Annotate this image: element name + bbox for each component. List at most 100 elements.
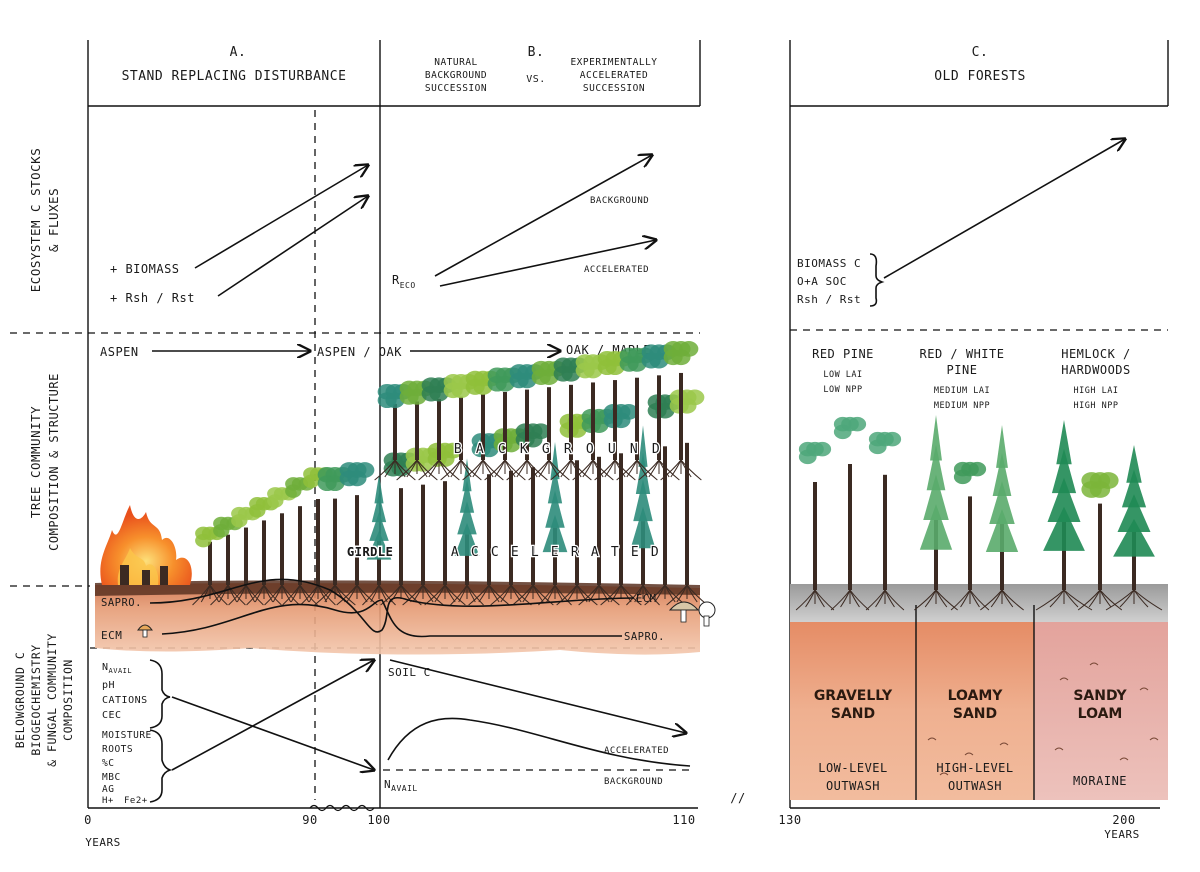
rsh-arrow [217, 196, 368, 297]
accelerated-letter: E [511, 545, 519, 560]
accelerated-letter: E [551, 545, 559, 560]
c-stocks-arrow [883, 139, 1125, 279]
background-letter: C [498, 442, 506, 457]
background-letter: D [652, 442, 660, 457]
c-brace [869, 253, 885, 307]
header-b-natural-2: BACKGROUND [425, 70, 487, 81]
tick-200: 200 [1112, 813, 1135, 827]
mbc-label: MBC [102, 772, 121, 783]
tick-90: 90 [302, 813, 317, 827]
accelerated-letter: T [611, 545, 619, 560]
tree-icon [865, 431, 905, 611]
girdle-label-bg: GIRDLE [347, 545, 393, 559]
accelerated-letter: C [471, 545, 479, 560]
stand-3-name-1: HEMLOCK / [1061, 347, 1131, 361]
conifer-icon [914, 415, 958, 611]
tree-icon [1077, 472, 1123, 611]
sapro-right-label: SAPRO. [624, 631, 665, 643]
tree-icon [336, 462, 378, 606]
forest-ab [192, 341, 708, 606]
below-background-label: BACKGROUND [604, 777, 663, 787]
biomass-arrow [194, 165, 368, 269]
rsh-label: + Rsh / Rst [110, 291, 195, 305]
mushroom-icon [137, 624, 153, 638]
header-a-letter: A. [230, 45, 247, 60]
h-label: H+ [102, 796, 114, 806]
soil-c-arrow [389, 659, 686, 733]
header-a: A. STAND REPLACING DISTURBANCE [122, 45, 346, 84]
fungi-curves: SAPRO. ECM ECM SAPRO. [101, 578, 716, 643]
background-letter: K [520, 442, 528, 457]
svg-text:ECOSYSTEM C STOCKS: ECOSYSTEM C STOCKS [28, 148, 43, 292]
background-letter: N [630, 442, 638, 457]
soil-1-texture-2: SAND [831, 706, 875, 722]
soil-2-texture-1: LOAMY [948, 688, 1004, 704]
row-label-stocks: ECOSYSTEM C STOCKS & FLUXES [28, 148, 61, 292]
accelerated-letter: L [531, 545, 539, 560]
moisture-label: MOISTURE [102, 730, 152, 741]
tick-0: 0 [84, 813, 92, 827]
succession-arrows: ASPEN ASPEN / OAK OAK / MAPLE [100, 343, 650, 359]
svg-text:COMPOSITION & STRUCTURE: COMPOSITION & STRUCTURE [47, 373, 61, 551]
header-c-letter: C. [972, 45, 989, 60]
brace-lower [149, 729, 173, 803]
background-letter: O [586, 442, 594, 457]
tree-icon [424, 442, 466, 606]
stand-2-npp: MEDIUM NPP [934, 401, 990, 411]
header-c: C. OLD FORESTS [934, 45, 1025, 84]
tree-icon [795, 441, 835, 611]
c-biomass-label: BIOMASS C [797, 257, 861, 270]
time-axis: 0 90 100 110 130 200 // YEARS YEARS [84, 791, 1140, 849]
tree-icon [830, 416, 870, 611]
increase-arrow [171, 660, 374, 771]
ecm-right-label: ECM [636, 593, 656, 605]
svg-text:BIOGEOCHEMISTRY: BIOGEOCHEMISTRY [29, 644, 43, 755]
stand-3-name-2: HARDWOODS [1061, 363, 1131, 377]
axis-break: // [730, 791, 745, 805]
background-letter: U [608, 442, 616, 457]
row-label-below: BELOWGROUND C BIOGEOCHEMISTRY & FUNGAL C… [13, 633, 75, 767]
header-b-natural-1: NATURAL [434, 57, 478, 68]
accelerated-curve [387, 717, 691, 767]
stocks-background-label: BACKGROUND [590, 196, 649, 206]
below-accelerated-label: ACCELERATED [604, 746, 669, 756]
stocks-panel-c: BIOMASS C O+A SOC Rsh / Rst [797, 139, 1125, 307]
header-b-exp-2: ACCELERATED [580, 70, 648, 81]
stand-3-lai: HIGH LAI [1074, 386, 1119, 396]
stand-2-name-2: PINE [947, 363, 978, 377]
axis-break-squiggle [309, 804, 375, 812]
svg-text:BELOWGROUND C: BELOWGROUND C [13, 652, 27, 749]
cec-label: CEC [102, 710, 122, 721]
ecm-left-label: ECM [101, 629, 122, 642]
axis-unit-right: YEARS [1104, 828, 1140, 841]
below-panel-b: SOIL C ACCELERATED BACKGROUND NAVAIL [384, 659, 691, 793]
tick-130: 130 [778, 813, 801, 827]
axis-unit-left: YEARS [85, 836, 121, 849]
navail-right: NAVAIL [384, 778, 418, 793]
background-arrow [434, 155, 652, 277]
conifer-icon [626, 425, 660, 606]
navail-left: NAVAIL [102, 662, 132, 675]
header-b-natural-3: SUCCESSION [425, 83, 487, 94]
soil-3-texture-2: LOAM [1078, 706, 1123, 722]
sapro-left-label: SAPRO. [101, 597, 142, 609]
tree-icon [950, 461, 990, 611]
stand-1-npp: LOW NPP [823, 385, 862, 395]
background-letter: B [454, 442, 462, 457]
mushroom-icon [668, 601, 716, 627]
stand-2-name-1: RED / WHITE [920, 347, 1005, 361]
conifer-icon [1105, 445, 1163, 611]
svg-text:COMPOSITION: COMPOSITION [61, 659, 75, 741]
header-b-exp-1: EXPERIMENTALLY [570, 57, 657, 68]
stand-1-lai: LOW LAI [823, 370, 862, 380]
conifer-icon [1035, 420, 1093, 611]
aspen-oak-label: ASPEN / OAK [317, 345, 402, 359]
accelerated-letter: E [631, 545, 639, 560]
row-label-tree: TREE COMMUNITY COMPOSITION & STRUCTURE [28, 373, 61, 551]
ag-label: AG [102, 784, 114, 795]
soil-c-label: SOIL C [388, 666, 431, 679]
stand-labels-c: RED PINE LOW LAI LOW NPP RED / WHITE PIN… [812, 347, 1131, 411]
roots-label: ROOTS [102, 744, 133, 755]
